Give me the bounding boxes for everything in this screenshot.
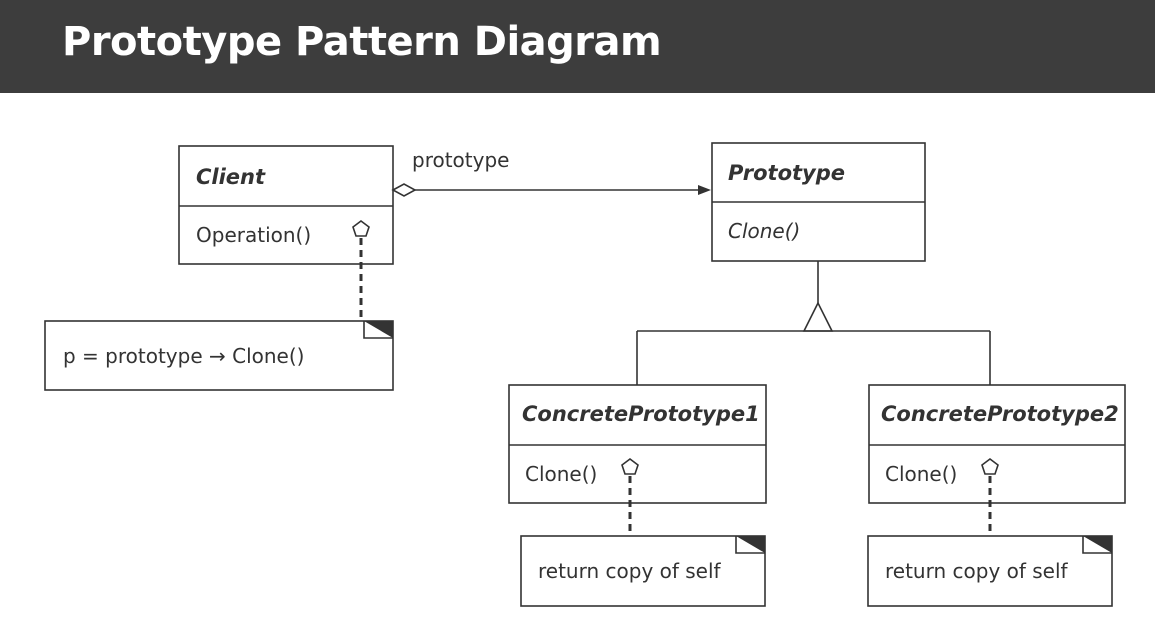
concrete-prototype2-operation: Clone() — [885, 462, 957, 486]
generalization-triangle-icon — [802, 301, 834, 332]
inheritance-connector — [636, 261, 991, 385]
prototype-class-name: Prototype — [728, 161, 845, 185]
concrete2-note-text: return copy of self — [885, 559, 1069, 583]
prototype-association: prototype — [391, 148, 711, 197]
note-fold-icon — [364, 321, 393, 338]
client-class-name: Client — [196, 165, 266, 189]
client-note: p = prototype → Clone() — [44, 320, 394, 391]
client-note-anchor-icon — [352, 220, 370, 237]
header-bar: Prototype Pattern Diagram — [0, 0, 1155, 93]
page-title: Prototype Pattern Diagram — [62, 19, 662, 65]
concrete-prototype2-class[interactable]: ConcretePrototype2 Clone() — [868, 384, 1126, 504]
concrete-prototype1-operation: Clone() — [525, 462, 597, 486]
aggregation-diamond-icon — [391, 183, 417, 197]
association-label: prototype — [412, 148, 509, 172]
concrete1-note: return copy of self — [520, 535, 766, 607]
concrete-prototype2-name: ConcretePrototype2 — [881, 402, 1119, 426]
note-fold-icon — [1083, 536, 1112, 553]
note-fold-icon — [736, 536, 765, 553]
arrowhead-icon — [698, 185, 711, 195]
concrete2-note: return copy of self — [867, 535, 1113, 607]
concrete1-note-anchor-icon — [621, 458, 639, 475]
prototype-class[interactable]: Prototype Clone() — [711, 142, 926, 262]
concrete-prototype1-class[interactable]: ConcretePrototype1 Clone() — [508, 384, 767, 504]
client-operation: Operation() — [196, 223, 311, 247]
concrete-prototype1-name: ConcretePrototype1 — [522, 402, 760, 426]
prototype-operation: Clone() — [728, 219, 800, 243]
concrete2-note-anchor-icon — [981, 458, 999, 475]
client-note-text: p = prototype → Clone() — [63, 344, 304, 368]
concrete1-note-text: return copy of self — [538, 559, 722, 583]
client-class[interactable]: Client Operation() — [178, 145, 394, 265]
